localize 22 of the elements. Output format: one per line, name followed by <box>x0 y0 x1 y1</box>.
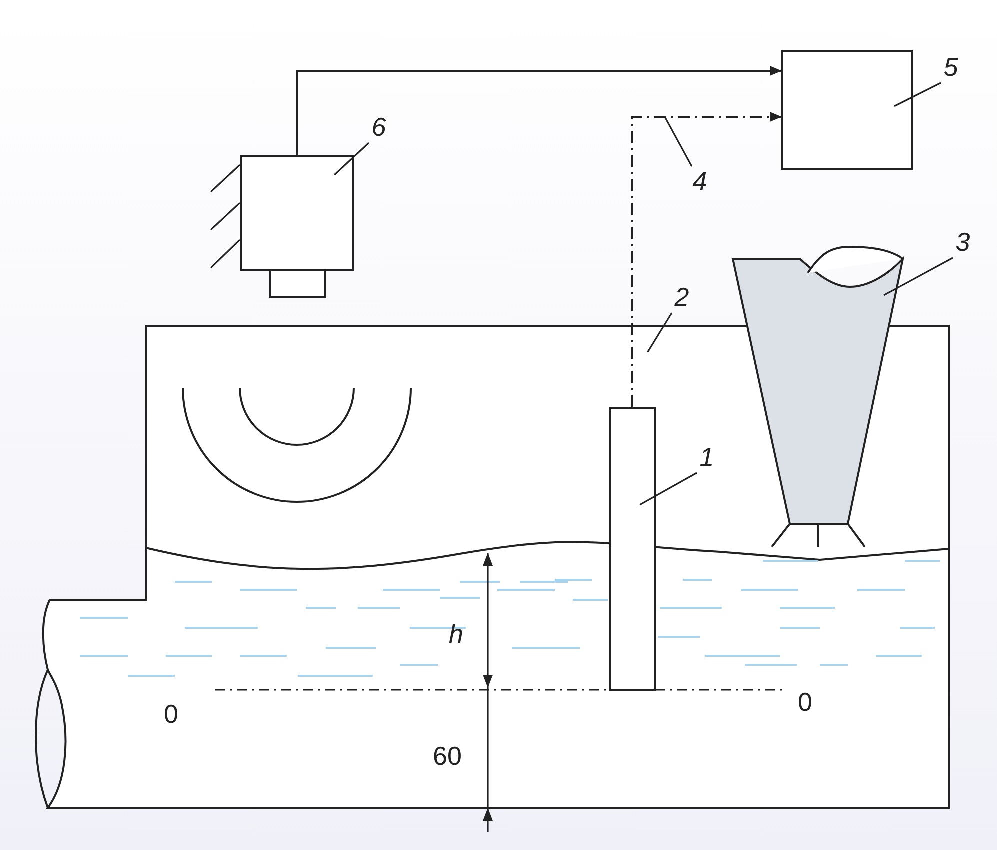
callout-number: 1 <box>697 441 717 473</box>
leader-line <box>334 142 370 176</box>
callout-number: 4 <box>690 165 710 197</box>
callout-number: 5 <box>941 51 961 83</box>
dimension-label: 0 <box>798 686 812 718</box>
leader-line <box>647 312 673 353</box>
camera-drawing <box>240 155 354 298</box>
leader-line <box>664 116 693 167</box>
dimension-label: 60 <box>433 740 462 772</box>
nozzle-drawing <box>730 245 905 549</box>
signal-arrow <box>296 66 782 155</box>
leader-line <box>894 82 942 108</box>
dimension-label: 0 <box>164 698 178 730</box>
callout-number: 3 <box>953 226 973 258</box>
dimension-label: h <box>449 618 464 650</box>
callout-number: 2 <box>672 281 692 313</box>
leader-line <box>640 472 698 506</box>
callout-number: 6 <box>369 111 389 143</box>
signal-arrow <box>631 112 782 407</box>
leader-line <box>884 257 954 296</box>
probe-bar <box>609 407 656 691</box>
unit-box <box>781 50 913 170</box>
